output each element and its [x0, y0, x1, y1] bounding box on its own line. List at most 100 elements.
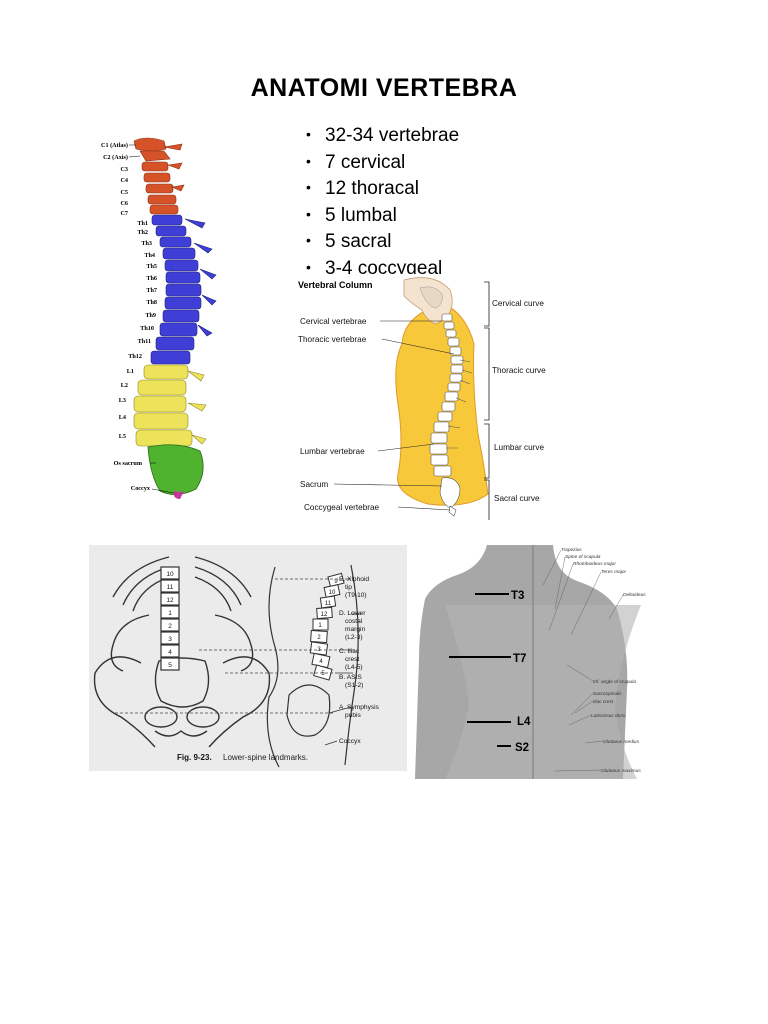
muscle-label: Deltoideus — [623, 592, 646, 598]
level-lines — [115, 578, 343, 714]
label-thoracic-vertebrae: Thoracic vertebrae — [298, 335, 367, 344]
list-item: •12 thoracal — [306, 178, 420, 200]
label-th1: Th1 — [137, 220, 148, 227]
side-vertebrae — [309, 572, 345, 681]
svg-text:margin: margin — [345, 626, 365, 633]
label-c5: C5 — [120, 189, 128, 196]
thoracic-vertebrae — [150, 214, 217, 365]
label-sacrum: Sacrum — [300, 480, 328, 489]
vertebra-number: 5 — [168, 662, 172, 669]
label-coccyx: Coccyx — [131, 485, 151, 492]
label-th8: Th8 — [146, 299, 157, 306]
coccyx-bone — [174, 491, 184, 499]
list-item: •32-34 vertebrae — [306, 125, 460, 146]
muscle-label: Glutaeus maximus — [601, 768, 641, 774]
label-th11: Th11 — [138, 338, 151, 345]
muscle-label: Latissimus dorsi — [591, 713, 626, 719]
label-thoracic-curve: Thoracic curve — [492, 366, 546, 375]
side-number: 11 — [325, 601, 332, 607]
vertebra-number: 10 — [166, 571, 174, 578]
muscle-label: Teres major — [601, 569, 627, 575]
curve-brackets — [484, 281, 490, 520]
label-l3: L3 — [119, 397, 126, 404]
muscle-label: Sacrospinalis — [593, 691, 622, 697]
svg-text:(T9-10): (T9-10) — [345, 592, 367, 599]
landmark-iliac-crest: C. Iliac — [339, 648, 360, 655]
label-lumbar-vertebrae: Lumbar vertebrae — [300, 447, 365, 456]
svg-text:(L4-5): (L4-5) — [345, 664, 363, 671]
label-c4: C4 — [120, 177, 128, 184]
colored-spine-figure: C1 (Atlas) C2 (Axis) C3 C4 C5 C6 C7 Th1 … — [101, 137, 217, 499]
muscle-label: Iliac crest — [593, 699, 614, 705]
label-cervical-curve: Cervical curve — [492, 299, 544, 308]
lower-spine-landmarks-figure: 10 11 12 1 2 3 4 5 9 10 11 12 1 2 3 4 5 — [89, 545, 407, 771]
side-number: 2 — [317, 635, 321, 641]
svg-text:pubis: pubis — [345, 712, 361, 719]
label-c7: C7 — [120, 210, 128, 217]
vertebra-number: 1 — [168, 610, 172, 617]
side-number: 4 — [319, 659, 323, 665]
label-c1: C1 (Atlas) — [101, 142, 128, 149]
list-item: •7 cervical — [306, 151, 406, 173]
lumbar-vertebrae — [133, 364, 207, 447]
vertebra-number: 12 — [166, 597, 174, 604]
label-th5: Th5 — [146, 263, 157, 270]
svg-text:costal: costal — [345, 618, 363, 625]
pelvis — [93, 656, 271, 748]
label-c3: C3 — [120, 166, 128, 173]
label-coccygeal-vertebrae: Coccygeal vertebrae — [304, 503, 380, 512]
vertebra-number: 11 — [167, 584, 174, 591]
label-coccyx: Coccyx — [339, 738, 361, 745]
label-cervical-vertebrae: Cervical vertebrae — [300, 317, 367, 326]
muscle-label: Spine of scapula — [565, 554, 601, 560]
muscle-label: Glutaeus medius — [603, 739, 640, 745]
svg-text:(S1-2): (S1-2) — [345, 682, 363, 689]
level-t7: T7 — [513, 653, 526, 665]
caption-number: Fig. 9-23. — [177, 753, 212, 762]
landmark-symphysis: A. Symphysis — [339, 704, 380, 711]
level-t3: T3 — [511, 590, 524, 602]
landmark-asis: B. ASIS — [339, 674, 362, 681]
vertebral-column-figure: Vertebral Column Cervical vertebrae Thor… — [294, 274, 560, 520]
label-c6: C6 — [120, 200, 128, 207]
label-sacral-curve: Sacral curve — [494, 494, 540, 503]
label-th10: Th10 — [140, 325, 154, 332]
label-th2: Th2 — [137, 229, 148, 236]
side-body-outline — [266, 564, 359, 768]
back-surface-figure: T3 T7 L4 S2 Trapezius Spine of scapula R… — [415, 545, 665, 779]
caption-text: Lower-spine landmarks. — [223, 753, 308, 762]
figure-heading: Vertebral Column — [298, 280, 373, 290]
list-item: •5 sacral — [306, 231, 392, 253]
muscle-label: Rhomboideus major — [573, 561, 616, 567]
label-l1: L1 — [127, 368, 134, 375]
vertebra-number: 4 — [168, 649, 172, 656]
side-number: 5 — [321, 671, 325, 677]
vertebra-number: 2 — [168, 623, 172, 630]
vertebral-stack — [160, 566, 180, 671]
svg-text:(L2-3): (L2-3) — [345, 634, 363, 641]
level-s2: S2 — [515, 742, 529, 754]
svg-text:crest: crest — [345, 656, 359, 663]
muscle-label: Inf. angle of scapula — [593, 679, 636, 685]
label-th6: Th6 — [146, 275, 157, 282]
label-th7: Th7 — [146, 287, 157, 294]
landmark-costal-margin: D. Lower — [339, 610, 366, 617]
spine-column — [429, 313, 464, 517]
vertebra-number: 3 — [168, 636, 172, 643]
side-number: 1 — [318, 623, 322, 629]
level-l4: L4 — [517, 716, 531, 728]
side-number: 9 — [334, 579, 338, 585]
label-th4: Th4 — [144, 252, 155, 259]
sacrum-bone — [147, 444, 204, 495]
page-title: ANATOMI VERTEBRA — [250, 74, 518, 102]
label-th12: Th12 — [128, 353, 142, 360]
level-markers — [449, 593, 511, 747]
cervical-vertebrae — [133, 137, 185, 215]
list-item: •3-4 coccygeal — [306, 257, 443, 279]
side-number: 10 — [329, 590, 336, 596]
svg-text:tip: tip — [345, 584, 352, 591]
landmark-xiphoid: E. Xiphoid — [339, 576, 369, 583]
vertebra-count-list: •32-34 vertebrae •7 cervical •12 thoraca… — [306, 122, 459, 282]
label-l4: L4 — [119, 414, 126, 421]
label-th9: Th9 — [145, 312, 156, 319]
